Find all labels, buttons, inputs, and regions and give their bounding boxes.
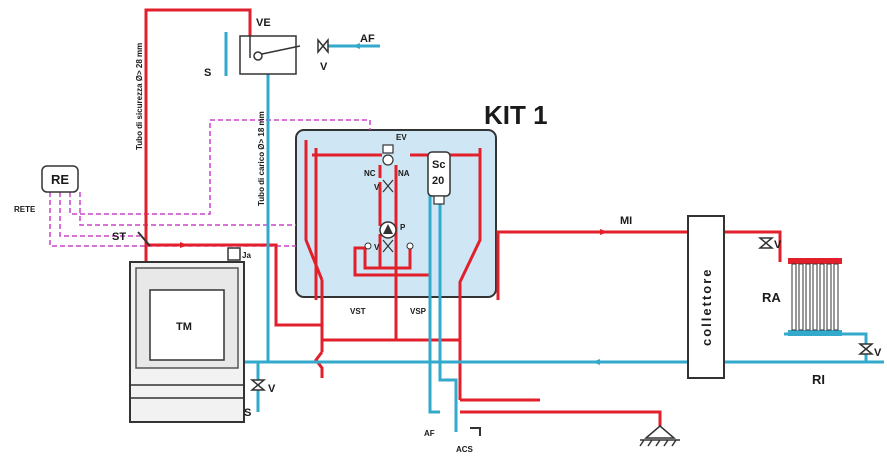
- valve-boiler-icon: [249, 379, 267, 391]
- v-boiler-label: V: [268, 383, 276, 395]
- tubo-carico-label: Tubo di carico Ø> 18 mm: [257, 111, 266, 206]
- v-kit1-label: V: [374, 183, 380, 192]
- flow-arrows: [180, 229, 608, 248]
- valve-kit-icon: [382, 239, 394, 253]
- ra-label: RA: [762, 290, 781, 305]
- float-valve-icon: [253, 51, 263, 61]
- acs-label: ACS: [456, 445, 474, 454]
- vsp-valve-icon: [406, 242, 414, 250]
- af-top-label: AF: [360, 33, 375, 45]
- af-bottom-label: AF: [424, 429, 435, 438]
- st-label: ST: [112, 231, 126, 243]
- na-label: NA: [398, 169, 410, 178]
- ja-label: Ja: [242, 251, 251, 260]
- pump-arrow-icon: [383, 224, 393, 234]
- ev-valve: [382, 144, 394, 154]
- float-arm-line: [261, 45, 301, 55]
- drain-symbol-icon: [639, 425, 680, 447]
- v-top-label: V: [320, 61, 328, 73]
- s-boiler-label: S: [244, 407, 251, 419]
- v-ra-bottom-label: V: [874, 347, 882, 359]
- p-label: P: [400, 223, 406, 232]
- vsp-label: VSP: [410, 307, 427, 316]
- tm-label: TM: [176, 321, 192, 333]
- check-valve-icon: [382, 179, 394, 193]
- st-sensor-icon: [137, 231, 151, 247]
- ve-label: VE: [256, 17, 271, 29]
- v-kit2-label: V: [374, 243, 380, 252]
- boiler: [129, 261, 245, 423]
- radiator: [788, 258, 842, 336]
- collettore-label: collettore: [699, 267, 714, 346]
- valve-ra-bottom-icon: [857, 343, 875, 355]
- s-top-label: S: [204, 67, 211, 79]
- ev-label: EV: [396, 133, 407, 142]
- rete-label: RETE: [14, 205, 36, 214]
- sc20-connector: [433, 195, 445, 205]
- v-ra-top-label: V: [774, 239, 782, 251]
- three-way-valve-icon: [382, 154, 394, 166]
- valve-ra-top-icon: [757, 237, 775, 249]
- controller-box: [41, 165, 79, 193]
- ja-device: [227, 247, 241, 261]
- re-label: RE: [51, 172, 69, 187]
- acs-tap-icon: [470, 427, 481, 436]
- valve-top-icon: [317, 37, 329, 55]
- flow-arrows-cold: [352, 43, 600, 365]
- kit-title: KIT 1: [484, 100, 548, 130]
- expansion-tank: [239, 35, 297, 75]
- tubo-sicurezza-label: Tubo di sicurezza Ø> 28 mm: [135, 43, 144, 150]
- vst-valve-icon: [364, 242, 372, 250]
- ri-label: RI: [812, 372, 825, 387]
- mi-label: MI: [620, 215, 632, 227]
- sc-label: Sc: [432, 159, 445, 171]
- nc-label: NC: [364, 169, 376, 178]
- sc-num-label: 20: [432, 175, 444, 187]
- vst-label: VST: [350, 307, 366, 316]
- collector: [687, 215, 725, 379]
- hot-pipes: [144, 8, 782, 426]
